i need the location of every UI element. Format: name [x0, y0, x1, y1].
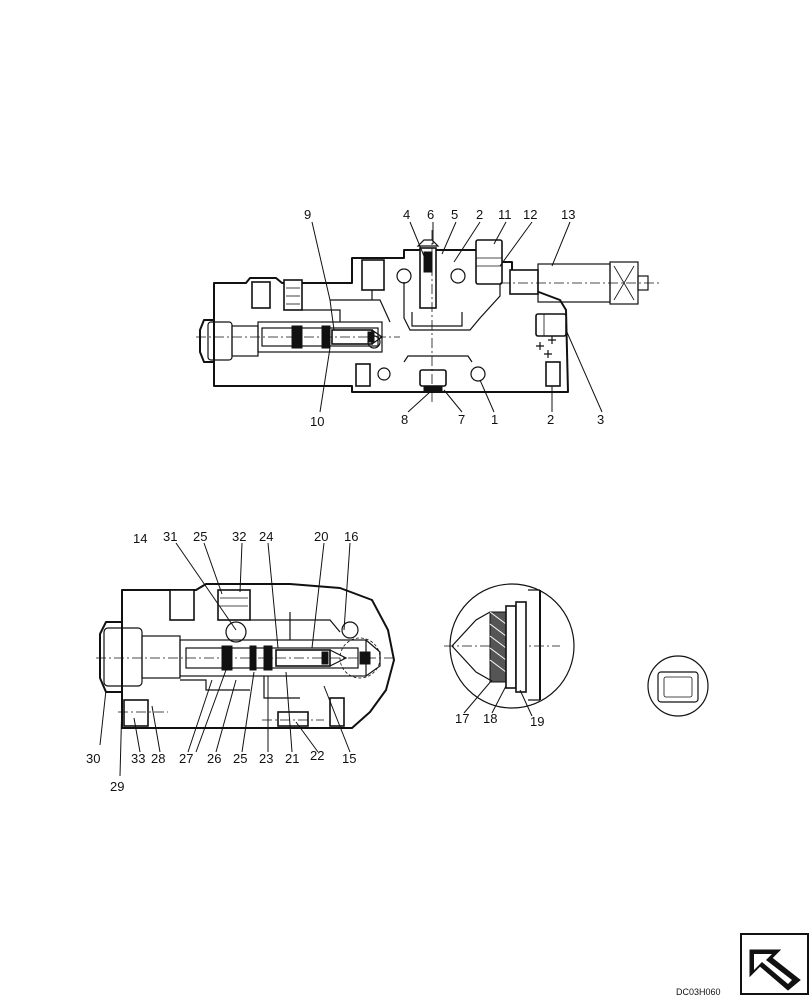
callout-13: 13 — [561, 207, 575, 222]
callout-20: 20 — [314, 529, 328, 544]
callout-12: 12 — [523, 207, 537, 222]
bottom-valve-section — [96, 583, 396, 729]
bottom-callouts: 14 31 25 32 24 20 16 30 29 33 28 27 26 2… — [86, 529, 358, 794]
callout-9: 9 — [304, 207, 311, 222]
callout-16: 16 — [344, 529, 358, 544]
callout-4: 4 — [403, 207, 410, 222]
callout-30: 30 — [86, 751, 100, 766]
callout-19: 19 — [530, 714, 544, 729]
callout-3: 3 — [597, 412, 604, 427]
detail-magnified-view: 17 18 19 — [444, 583, 575, 729]
callout-23: 23 — [259, 751, 273, 766]
callout-1: 1 — [491, 412, 498, 427]
callout-10: 10 — [310, 414, 324, 429]
callout-2-top: 2 — [476, 207, 483, 222]
callout-22: 22 — [310, 748, 324, 763]
top-leader-lines — [311, 221, 603, 413]
callout-2-bottom: 2 — [547, 412, 554, 427]
callout-18: 18 — [483, 711, 497, 726]
callout-7: 7 — [458, 412, 465, 427]
callout-28: 28 — [151, 751, 165, 766]
callout-24: 24 — [259, 529, 273, 544]
bottom-leader-lines — [99, 542, 351, 777]
callout-25-top: 25 — [193, 529, 207, 544]
callout-8: 8 — [401, 412, 408, 427]
callout-32: 32 — [232, 529, 246, 544]
callout-33: 33 — [131, 751, 145, 766]
callout-25-bottom: 25 — [233, 751, 247, 766]
callout-31: 31 — [163, 529, 177, 544]
callout-21: 21 — [285, 751, 299, 766]
small-detail-view — [647, 655, 709, 717]
callout-17: 17 — [455, 711, 469, 726]
callout-29: 29 — [110, 779, 124, 794]
callout-27: 27 — [179, 751, 193, 766]
callout-26: 26 — [207, 751, 221, 766]
callout-14: 14 — [133, 531, 147, 546]
top-valve-section — [196, 230, 660, 402]
top-callouts: 9 4 6 5 2 11 12 13 10 8 7 1 2 3 — [304, 207, 604, 429]
callout-5: 5 — [451, 207, 458, 222]
callout-6: 6 — [427, 207, 434, 222]
callout-11: 11 — [498, 207, 512, 222]
figure-code: DC03H060 — [676, 987, 721, 997]
previous-page-arrow-icon[interactable] — [740, 933, 809, 995]
callout-15: 15 — [342, 751, 356, 766]
